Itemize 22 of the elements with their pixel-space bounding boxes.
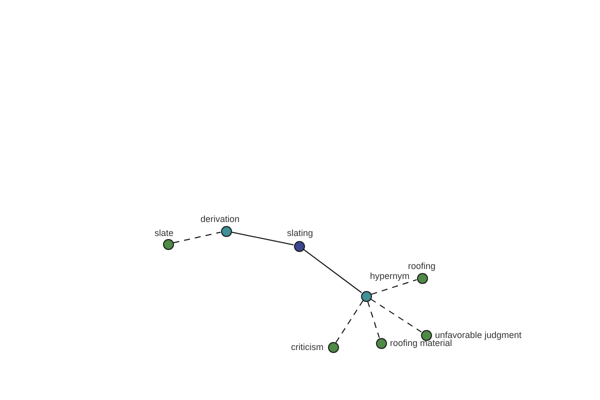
- graph-node: [408, 260, 436, 284]
- graph-node: [200, 214, 240, 236]
- node-label: roofing: [408, 260, 436, 272]
- node-label: slating: [287, 228, 314, 238]
- dashed-connector: [367, 300, 380, 338]
- dashed-connector: [336, 300, 364, 343]
- dashed-connector: [172, 232, 222, 244]
- node-label: hypernym: [370, 270, 410, 282]
- graph-node: [376, 338, 452, 348]
- node-label: derivation: [200, 214, 240, 224]
- graph-node: [360, 270, 410, 302]
- connector: [230, 232, 294, 246]
- dashed-connector: [370, 298, 422, 332]
- graph-node: [287, 228, 313, 252]
- connector: [302, 248, 362, 294]
- node-label: unfavorable judgment: [435, 330, 522, 340]
- node-label: criticism: [291, 342, 324, 352]
- dashed-connector: [370, 279, 418, 295]
- node-label: roofing material: [390, 338, 452, 348]
- graph-node: [291, 342, 338, 352]
- graph-node: [154, 228, 174, 250]
- node-label: slate: [154, 228, 174, 238]
